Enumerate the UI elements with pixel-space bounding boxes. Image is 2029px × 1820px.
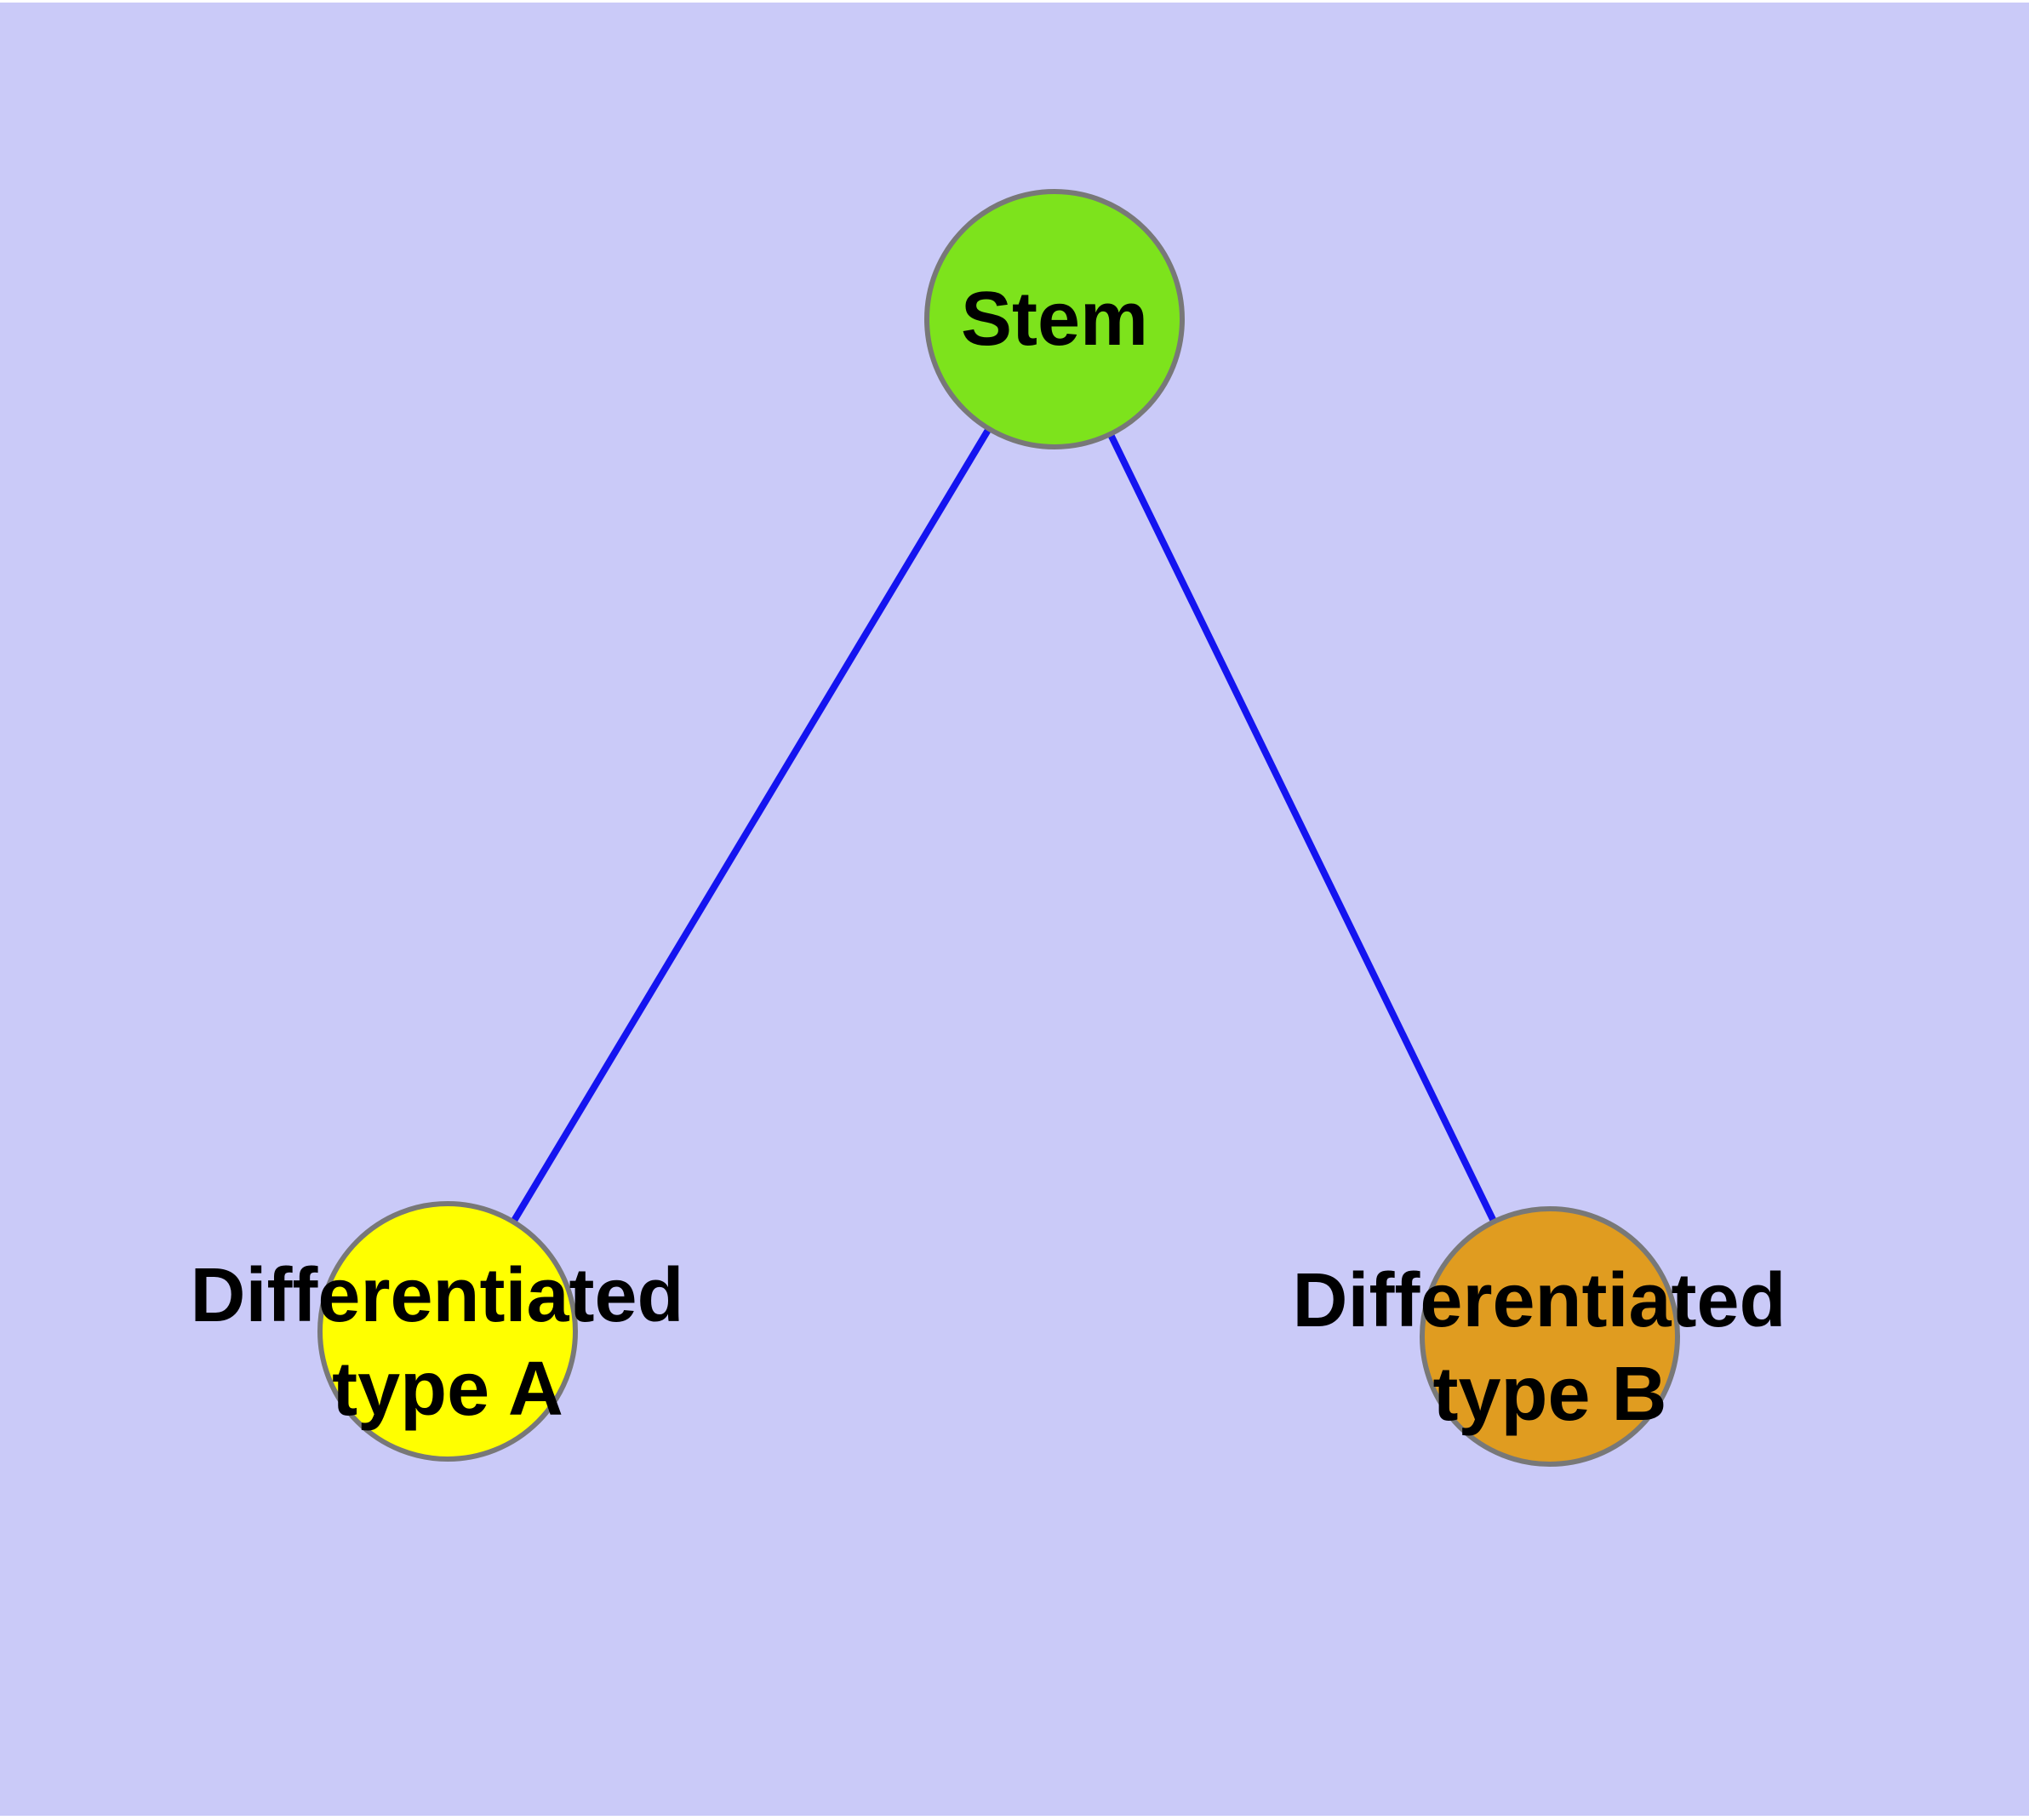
edge-layer [444,317,1553,1338]
edge-stem-to-type-b [1051,318,1553,1338]
node-type-b-circle [1420,1206,1680,1467]
label-layer: Stem Differentiated type A Differentiate… [190,277,1807,1437]
node-stem-label-line: Stem [961,277,1148,362]
node-type-a-label: Differentiated type A [190,1253,705,1432]
node-stem-label: Stem [961,277,1148,362]
node-type-a-circle [317,1201,578,1462]
node-type-b-label-line2: type B [1432,1352,1666,1437]
node-type-a-label-line1: Differentiated [190,1253,683,1338]
node-type-b-label: Differentiated type B [1292,1258,1807,1437]
edge-stem-to-type-a [444,317,1058,1334]
node-layer [317,189,1680,1467]
node-type-b-label-line1: Differentiated [1292,1258,1786,1343]
node-type-a-label-line2: type A [332,1347,563,1432]
node-stem-circle [924,189,1185,449]
